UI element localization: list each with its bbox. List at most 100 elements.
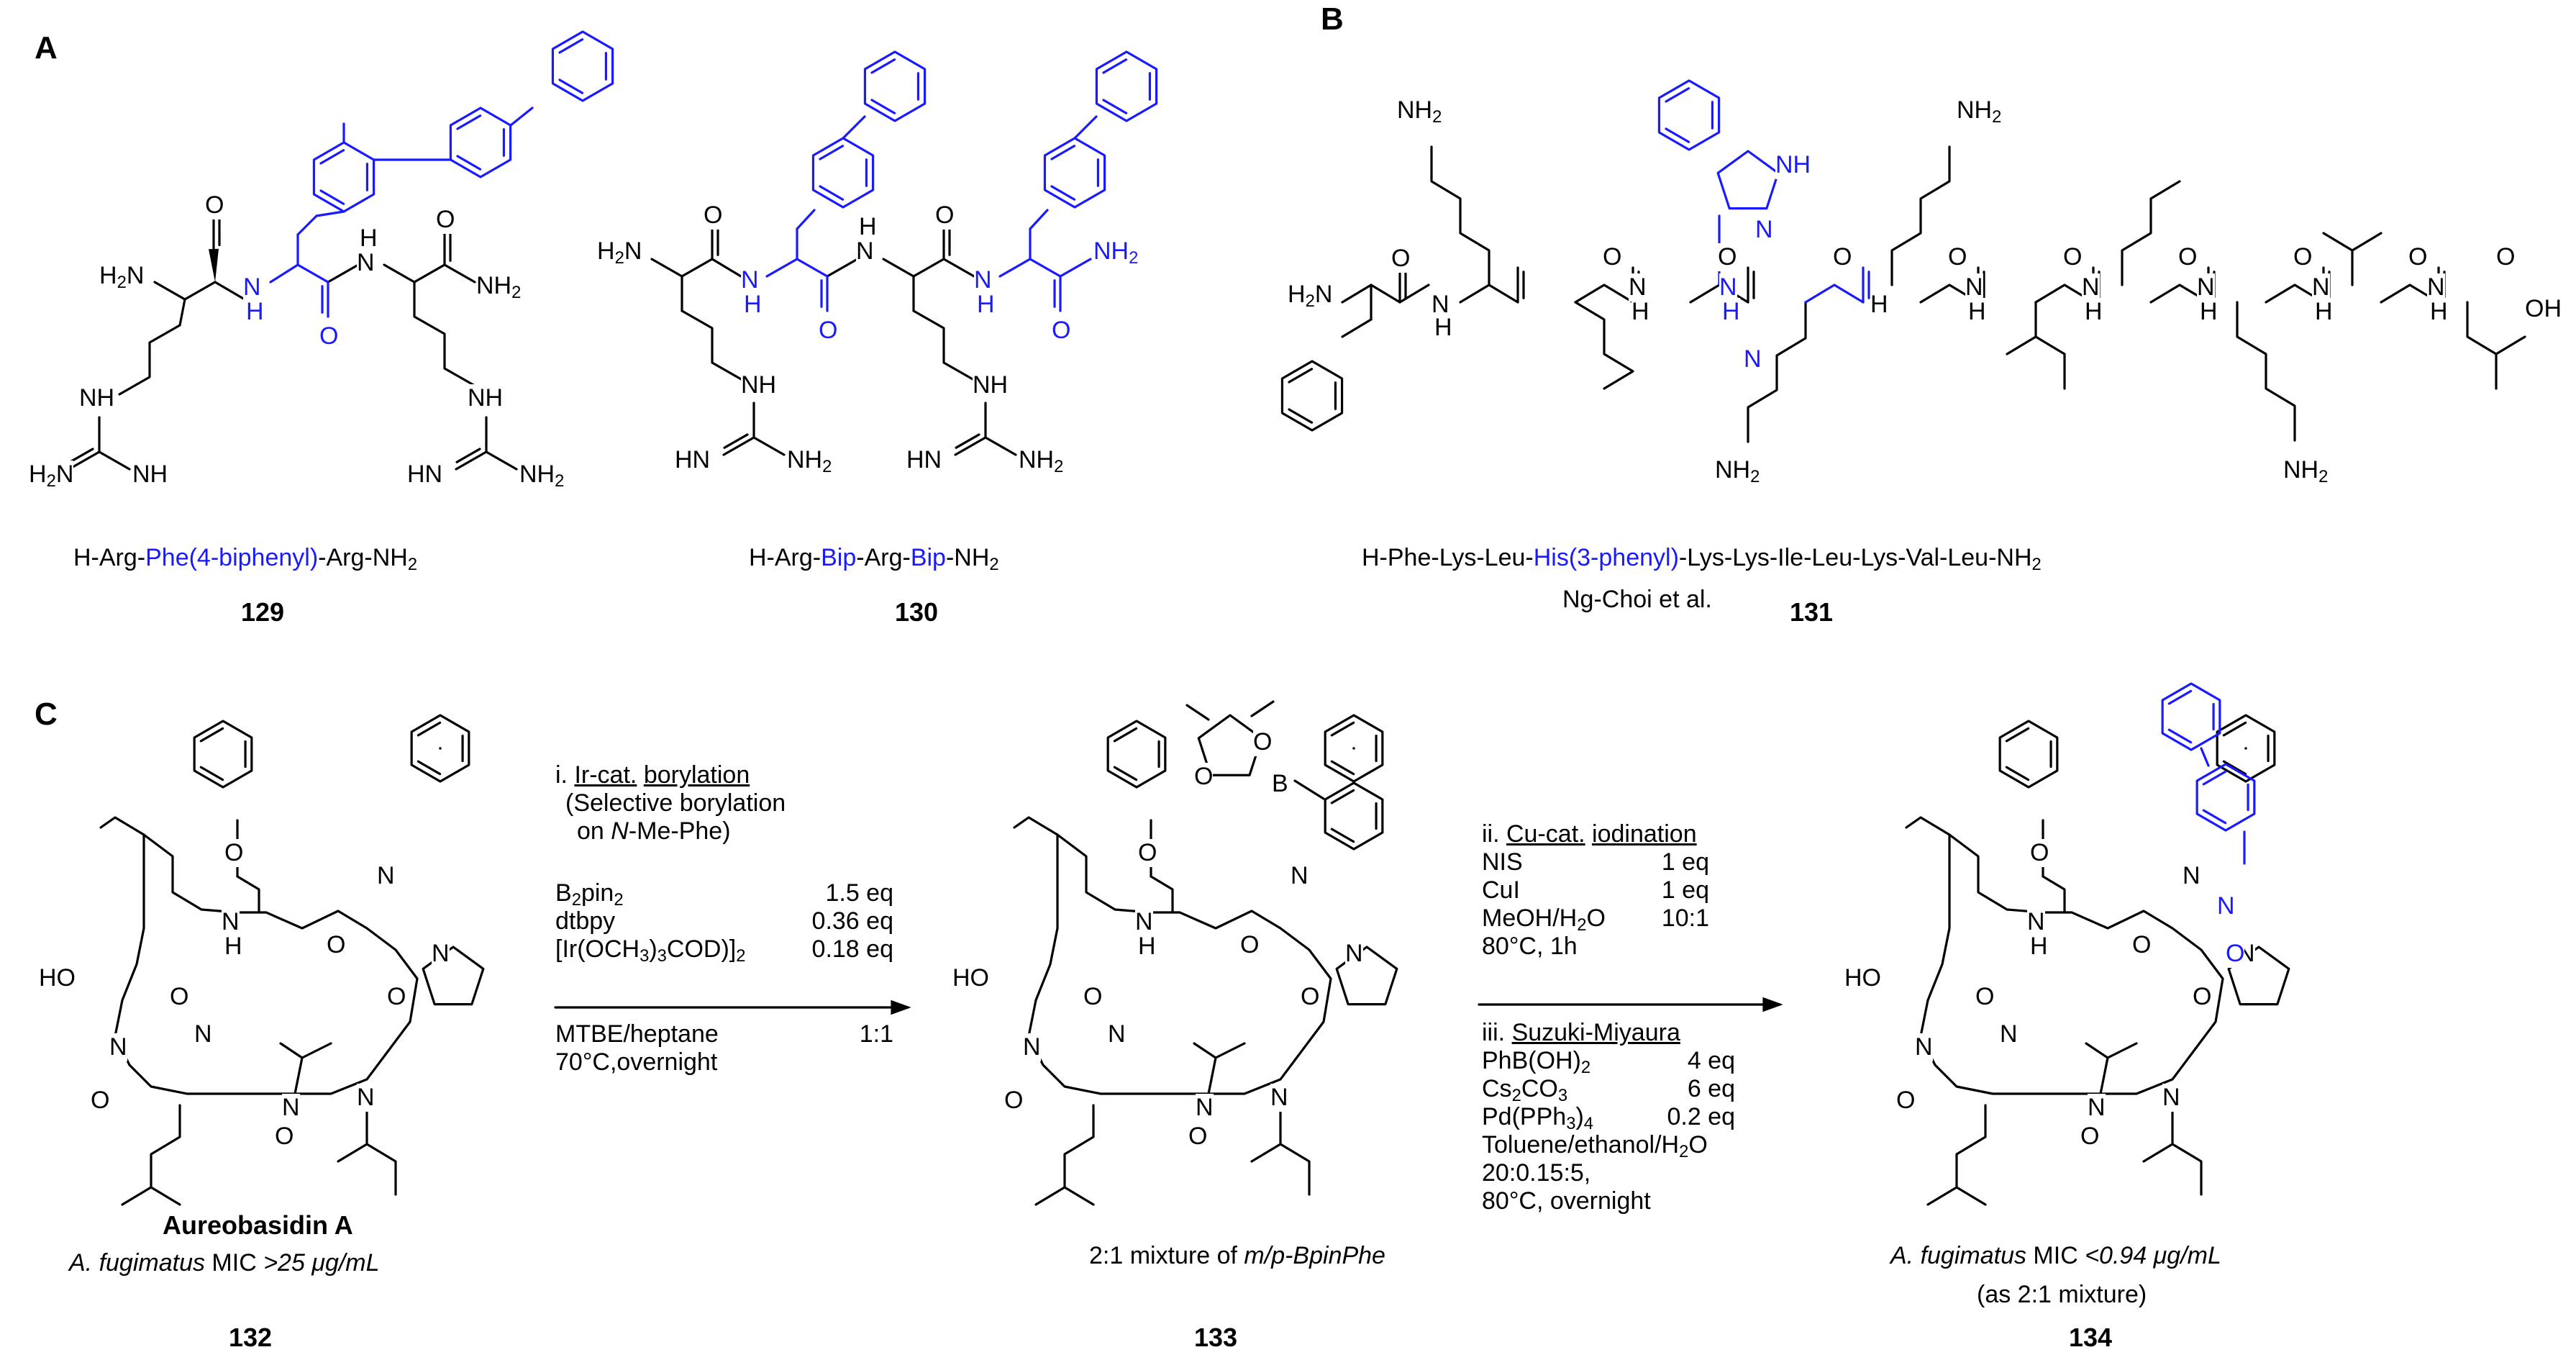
atom-label-o: O [2080,1123,2100,1151]
atom-label-n: N [357,249,375,277]
atom-label-h: H [360,225,378,253]
atom-label-hn: HN [407,461,443,489]
atom-label-h: H [1870,291,1888,319]
atom-label-n: N [357,1084,375,1112]
atom-label-o: O [2226,940,2245,968]
atom-label-n: N [222,908,240,936]
atom-label-o: O [1833,243,1852,271]
atom-label-n: N [2217,892,2235,920]
compound-131-name: H-Phe-Lys-Leu-His(3-phenyl)-Lys-Lys-Ile-… [1362,544,2042,574]
atom-label-o: O [2063,243,2083,271]
atom-label-o: O [170,983,189,1011]
atom-label-hn: HN [675,446,711,474]
atom-label-o: O [1391,245,1411,273]
atom-label-h: H [859,213,877,241]
atom-label-n: N [2027,908,2045,936]
atom-label-n: N [2427,273,2445,302]
atom-label-o: O [436,206,455,234]
step2-title: ii. Cu-cat. iodination [1482,820,1697,848]
atom-label-n: N [432,940,450,968]
atom-label-o: O [1896,1087,1916,1115]
compound-134-number: 134 [2069,1323,2113,1352]
compound-132-mic: A. fugimatus MIC >25 μg/mL [69,1249,380,1277]
atom-label-o: O [1301,983,1320,1011]
atom-label-n: N [109,1033,127,1061]
atom-label-nh: NH [1775,151,1811,179]
atom-label-n: N [1135,908,1153,936]
atom-label-nh2: NH2 [1019,446,1064,476]
atom-label-o: O [1975,983,1995,1011]
atom-label-n: N [1108,1020,1126,1048]
atom-label-n: N [1345,940,1363,968]
atom-label-o: O [1240,931,1260,959]
panel-label-a: A [35,30,58,65]
atom-label-h2n: H2N [1288,281,1333,311]
atom-label-n: N [194,1020,212,1048]
atom-label-o: O [2408,243,2428,271]
compound-131-author: Ng-Choi et al. [1562,586,1712,613]
atom-label-nh2: NH2 [1715,456,1760,486]
atom-label-n: N [741,266,759,294]
atom-label-o: O [2293,243,2313,271]
atom-label-h: H [744,291,762,319]
atom-label-nh: NH [79,384,115,412]
atom-label-n: N [856,237,874,266]
atom-label-h: H [224,933,242,961]
atom-label-nh: NH [132,461,168,489]
atom-label-h: H [1722,298,1740,326]
atom-label-h: H [2430,298,2448,326]
atom-label-n: N [1915,1033,1933,1061]
atom-label-h2n: H2N [597,237,642,268]
atom-label-o: O [205,191,224,219]
atom-label-n: N [1196,1094,1214,1122]
compound-132-name: Aureobasidin A [163,1210,353,1240]
atom-label-n: N [282,1094,300,1122]
atom-label-ho: HO [39,964,76,992]
atom-label-n: N [1744,345,1762,373]
atom-label-n: N [1291,862,1309,890]
atom-label-n: N [2088,1094,2106,1122]
atom-label-ho: HO [952,964,989,992]
step1-note1: (Selective borylation [565,789,786,817]
atom-label-nh: NH [973,371,1009,399]
compound-129-number: 129 [241,597,285,627]
atom-label-n: N [2312,273,2330,302]
atom-label-n: N [2162,1084,2180,1112]
atom-label-h: H [2200,298,2218,326]
atom-label-o: O [1052,317,1071,345]
compound-134-note: (as 2:1 mixture) [1977,1281,2147,1308]
atom-label-n: N [2183,862,2200,890]
compound-129-name: H-Arg-Phe(4-biphenyl)-Arg-NH2 [73,544,418,574]
atom-label-h: H [1968,298,1986,326]
atom-label-o: O [327,931,346,959]
atom-label-h: H [1631,298,1649,326]
atom-label-o: O [1138,839,1157,867]
atom-label-nh2: NH2 [787,446,832,476]
atom-label-h: H [1138,933,1156,961]
step1-conditions: i. Ir-cat. borylation (Selective borylat… [555,761,908,846]
atom-label-o: O [2193,983,2212,1011]
panel-label-c: C [35,697,58,732]
compound-132-number: 132 [229,1323,273,1352]
atom-label-h: H [2030,933,2048,961]
atom-label-oh: OH [2525,295,2562,323]
atom-label-o: O [2132,931,2152,959]
atom-label-o: O [2030,839,2049,867]
atom-label-nh: NH [468,384,504,412]
atom-label-o: O [1004,1087,1024,1115]
compound-134-mic: A. fugimatus MIC <0.94 μg/mL [1890,1242,2221,1269]
atom-label-o: O [275,1123,294,1151]
atom-label-n: N [2082,273,2100,302]
atom-label-ho: HO [1844,964,1881,992]
atom-label-nh2: NH2 [1093,237,1139,268]
atom-label-hn: HN [906,446,942,474]
atom-label-o: O [1718,243,1737,271]
atom-label-o: O [1083,983,1103,1011]
